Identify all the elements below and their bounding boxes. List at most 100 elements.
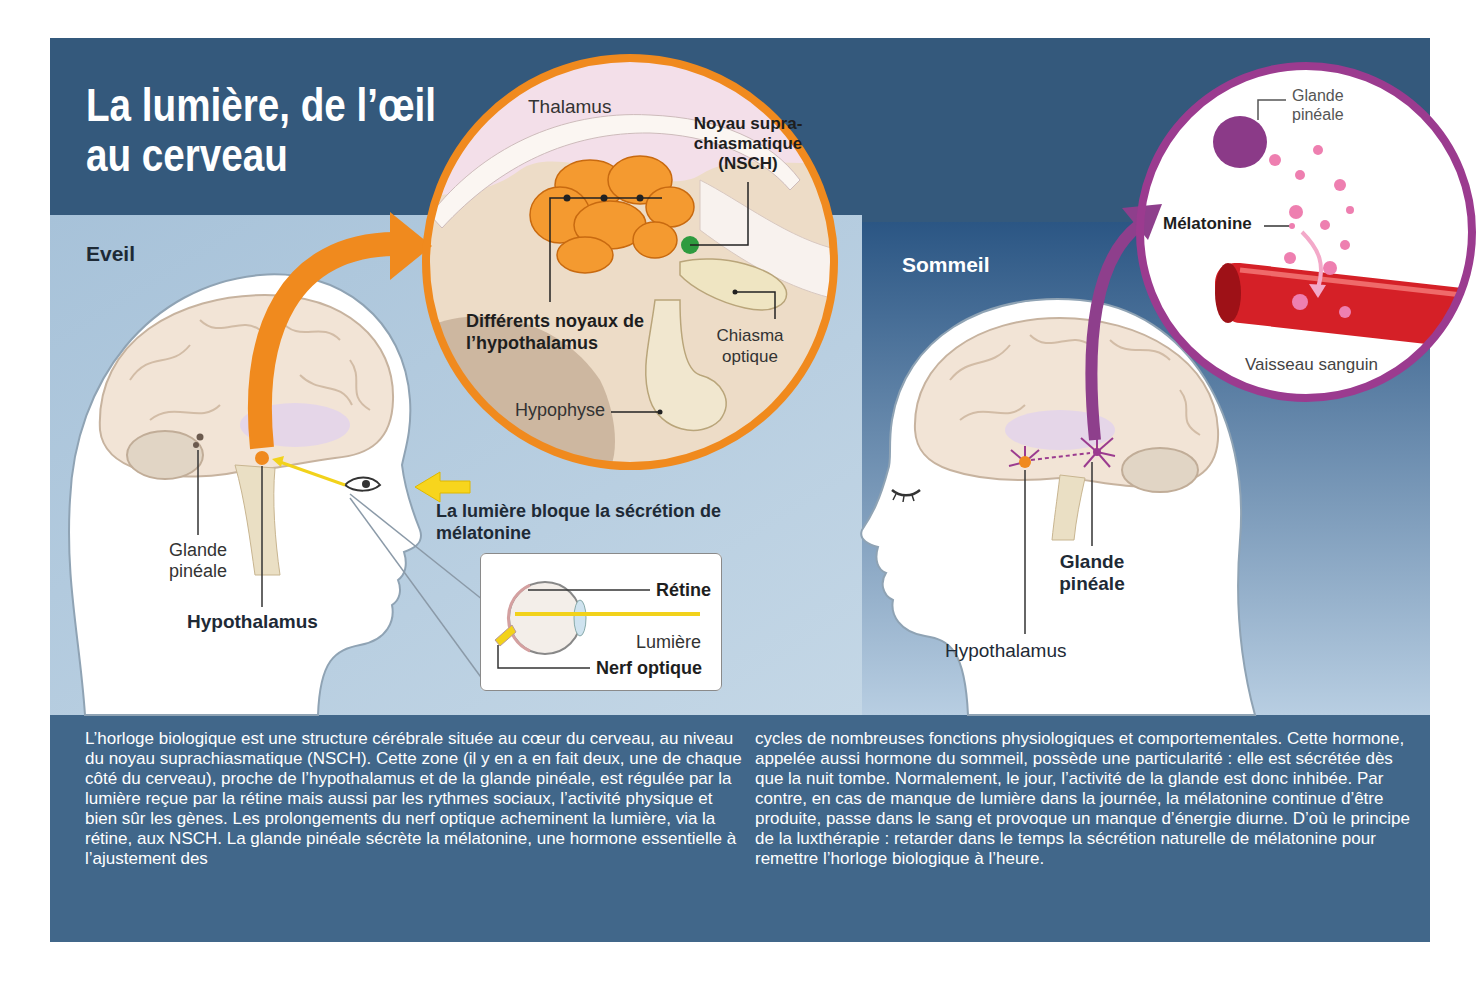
secretion-detail-part-part (1292, 294, 1308, 310)
awake-head-part (255, 451, 269, 465)
eye-inset-drawing-part (515, 612, 700, 616)
part-label: Rétine (656, 580, 711, 601)
secretion-detail-part (1140, 66, 1472, 398)
zoom-anatomy-part (637, 195, 644, 202)
secretion-detail-part-part (1334, 179, 1346, 191)
eye-inset-drawing-part (528, 589, 650, 591)
sleep-head-part (1091, 462, 1093, 546)
secretion-detail-part-part (1340, 240, 1350, 250)
zoom-anatomy-part (564, 195, 571, 202)
body-text: cycles de nombreuses fonctions physiolog… (755, 729, 1423, 869)
zoom-anatomy-part (680, 259, 787, 310)
awake-head-part (272, 456, 284, 467)
sleep-head-part (1093, 448, 1101, 456)
secretion-detail-part (1269, 145, 1354, 318)
secretion-detail-part-part (1339, 306, 1351, 318)
sleep-head-part (1122, 448, 1198, 492)
secretion-detail (1140, 66, 1480, 398)
secretion-detail-part (1302, 232, 1321, 288)
secretion-detail-part-part (1323, 261, 1337, 275)
awake-head-part (415, 472, 470, 502)
zoom-anatomy-part-part (633, 222, 677, 258)
secretion-detail-part (1240, 270, 1480, 297)
zoom-anatomy-part (611, 411, 660, 413)
zoom-arrow (260, 212, 432, 448)
secretion-detail-part-part (1320, 220, 1330, 230)
secretion-arrow (1091, 204, 1162, 440)
circle-ring (426, 58, 834, 466)
part-label: Nerf optique (596, 658, 702, 679)
section-heading: Sommeil (902, 252, 990, 277)
part-label: Hypothalamus (187, 611, 318, 633)
zoom-anatomy-part (658, 410, 663, 415)
zoom-anatomy-part-part (557, 237, 613, 273)
eye-inset-drawing-part (495, 625, 516, 646)
sleep-head-part (1052, 475, 1085, 540)
eye-inset-drawing-part (508, 585, 530, 651)
zoom-anatomy-part (550, 198, 662, 302)
circle-ring (1140, 66, 1472, 398)
part-label: Glande pinéale (158, 540, 238, 582)
part-label: Vaisseau sanguin (1245, 355, 1378, 375)
zoom-circle: ThalamusNoyau supra-chiasmatique (NSCH) D… (422, 54, 838, 470)
secretion-detail-part (1213, 116, 1267, 168)
secretion-detail-part-part (1289, 223, 1295, 229)
diagram-title: La lumière, de l’œil au cerveau (86, 80, 456, 180)
secretion-detail-part-part (1284, 252, 1296, 264)
part-label: Lumière (636, 632, 701, 653)
panel-grounds-part (50, 715, 1430, 942)
body-text: L’horloge biologique est une structure c… (85, 729, 745, 869)
awake-head-part (197, 434, 204, 441)
secretion-detail-part-part (1346, 206, 1354, 214)
part-label: Différents noyaux de l’hypothalamus (466, 310, 656, 354)
sleep-head-part (893, 494, 914, 502)
part-label: Glande pinéale (1292, 86, 1372, 124)
awake-head-part (69, 274, 421, 715)
eye-inset-drawing (480, 553, 722, 691)
eye-inset-drawing-part (509, 582, 581, 654)
part-label: Thalamus (528, 96, 611, 118)
eye-inset-drawing-part (574, 600, 586, 636)
sleep-head-part (1019, 456, 1031, 468)
zoom-anatomy (420, 50, 840, 480)
secretion-detail-part-part (1313, 145, 1323, 155)
secretion-detail-part (1215, 263, 1480, 350)
part-label: Mélatonine (1163, 214, 1252, 234)
awake-head-part (193, 442, 199, 448)
text-panel: L’horloge biologique est une structure c… (50, 715, 1430, 942)
awake-head-part (127, 431, 203, 479)
secretion-detail-part (1264, 225, 1290, 227)
secretion-detail-part (1215, 263, 1241, 323)
secretion-arrow-part (1091, 226, 1138, 440)
awake-head-part (197, 450, 199, 535)
zoom-anatomy-part (690, 182, 748, 245)
zoom-anatomy-part (601, 195, 608, 202)
detail-circle: Glande pinéaleMélatonineVaisseau sanguin (1136, 62, 1476, 402)
part-label: Glande pinéale (1044, 551, 1140, 595)
part-label: Noyau supra-chiasmatique (NSCH) (690, 114, 806, 174)
awake-head-part (235, 465, 280, 575)
awake-head-part (280, 462, 345, 485)
annotation: La lumière bloque la sécrétion de mélato… (436, 500, 766, 544)
zoom-anatomy-part-part (646, 187, 694, 227)
secretion-detail-part (1309, 284, 1326, 298)
secretion-detail-part (1258, 100, 1286, 120)
section-heading: Eveil (86, 241, 135, 266)
secretion-detail-part-part (1269, 154, 1281, 166)
awake-head-part (345, 478, 380, 491)
secretion-detail-part-part (1295, 170, 1305, 180)
sleep-head-part (1031, 453, 1090, 460)
secretion-detail-part-part (1289, 205, 1303, 219)
eye-inset-drawing-part (498, 645, 590, 668)
sleep-head-part (1024, 470, 1026, 634)
zoom-anatomy-part (646, 300, 726, 430)
eye-inset: RétineLumièreNerf optique (480, 553, 722, 691)
zoom-anatomy-part (735, 292, 775, 319)
part-label: Hypothalamus (945, 640, 1066, 662)
eye-inset-drawing-part (480, 553, 722, 691)
part-label: Hypophyse (515, 400, 605, 421)
zoom-arrow-part (260, 244, 395, 448)
